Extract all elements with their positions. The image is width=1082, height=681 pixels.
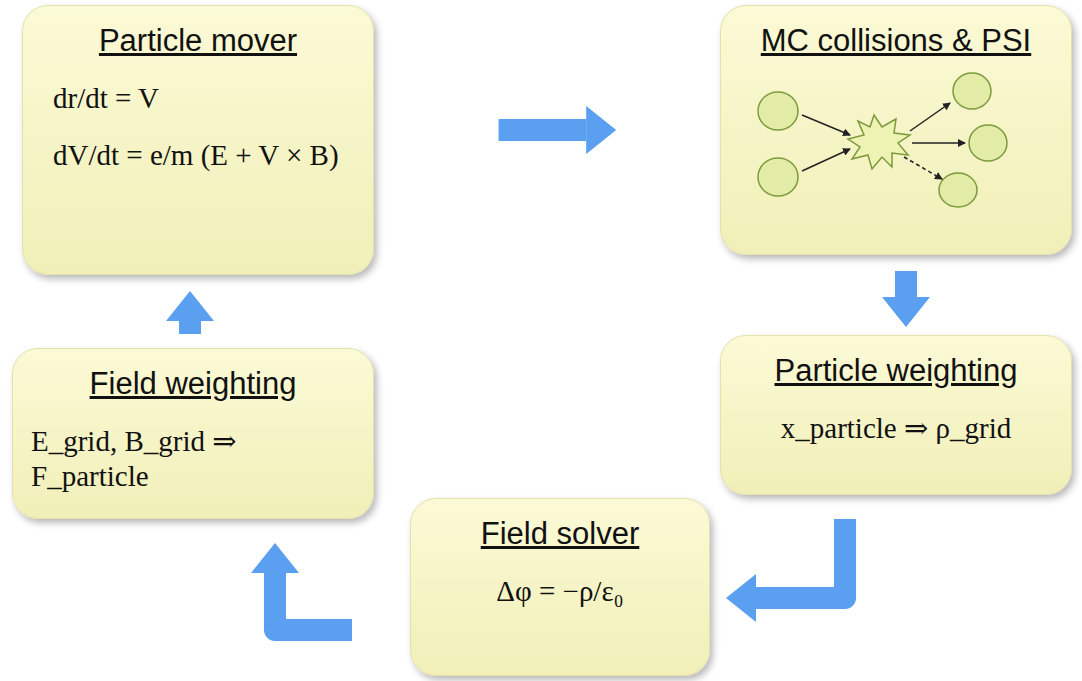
box-heading: MC collisions & PSI (761, 22, 1031, 59)
arrow-head (882, 297, 930, 327)
flow-arrow (166, 291, 214, 334)
arrow-shaft (895, 271, 917, 297)
process-box: Particle weighting x_particle ⇒ ρ_grid (720, 335, 1072, 495)
arrow-shaft (179, 321, 201, 334)
equation: E_grid, B_grid ⇒ F_particle (31, 424, 355, 494)
equation: dr/dt = V (53, 81, 159, 116)
arrow-shaft (275, 573, 352, 630)
arrow-shaft (499, 119, 587, 141)
box-heading: Particle weighting (775, 352, 1018, 389)
process-box: Field weightingE_grid, B_grid ⇒ F_partic… (12, 348, 374, 519)
process-box: Field solver Δφ = −ρ/ε₀ (410, 498, 710, 676)
arrow-head (726, 574, 756, 622)
arrow-head (251, 543, 299, 573)
box-heading: Field solver (481, 515, 640, 552)
equation: x_particle ⇒ ρ_grid (781, 411, 1011, 446)
box-heading: Particle mover (99, 22, 297, 59)
collision-illustration (746, 69, 1046, 209)
arrow-head (166, 291, 214, 321)
arrow-shaft (756, 519, 845, 598)
flow-arrow (251, 543, 352, 630)
arrow-head (586, 106, 616, 154)
box-heading: Field weighting (90, 365, 297, 402)
equation: dV/dt = e/m (E + V × B) (53, 138, 339, 173)
equation: Δφ = −ρ/ε₀ (496, 574, 623, 609)
flow-arrow (726, 519, 845, 622)
process-box: Particle mover dr/dt = V dV/dt = e/m (E + … (22, 5, 374, 275)
flow-arrow (499, 106, 617, 154)
flow-arrow (882, 271, 930, 327)
process-box: MC collisions & PSI (720, 5, 1072, 255)
